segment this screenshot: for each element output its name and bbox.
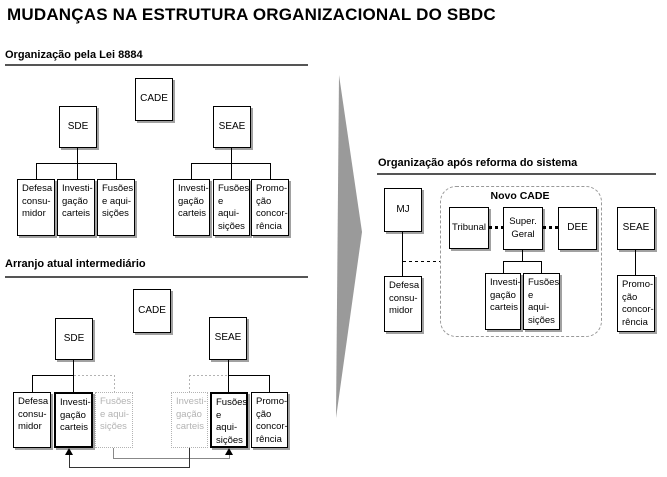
transfer-arrow-fusoes bbox=[113, 458, 230, 459]
s3-super-geral-box: Super. Geral bbox=[503, 207, 543, 250]
s1-sde-fusoes-aquisicoes-box: Fusões e aqui- sições bbox=[97, 179, 135, 236]
transfer-arrow-investigacao bbox=[69, 467, 190, 468]
transfer-arrow-investigacao bbox=[69, 452, 70, 467]
transfer-arrow-fusoes bbox=[113, 448, 114, 459]
s1-promocao-concorrencia-box: Promo- ção concor- rência bbox=[251, 179, 289, 236]
connector-line bbox=[402, 232, 403, 276]
connector-line bbox=[635, 250, 636, 275]
s1-defesa-consumidor-box: Defesa consu- midor bbox=[17, 179, 55, 236]
s3-promocao-concorrencia-box: Promo- ção concor- rência bbox=[617, 275, 655, 332]
s1-sde-box: SDE bbox=[59, 106, 97, 148]
transition-arrow-icon bbox=[336, 75, 362, 418]
connector-line bbox=[36, 163, 37, 179]
section-header-lei8884: Organização pela Lei 8884 bbox=[5, 49, 143, 61]
s2-seae-fusoes-aquisicoes-box: Fusões e aqui- sições bbox=[210, 392, 248, 448]
arrowhead-up-icon bbox=[225, 448, 233, 455]
dotted-link bbox=[489, 226, 503, 229]
s2-seae-investigacao-carteis-ghost-box: Investi- gação carteis bbox=[171, 392, 208, 448]
section-underline bbox=[5, 276, 308, 278]
s3-seae-box: SEAE bbox=[617, 207, 655, 250]
section-header-reforma: Organização após reforma do sistema bbox=[378, 157, 578, 169]
s3-mj-box: MJ bbox=[384, 188, 422, 232]
section-header-arranjo: Arranjo atual intermediário bbox=[5, 258, 146, 270]
connector-line bbox=[32, 375, 33, 392]
diagram-title: MUDANÇAS NA ESTRUTURA ORGANIZACIONAL DO … bbox=[7, 5, 496, 24]
s2-defesa-consumidor-box: Defesa consu- midor bbox=[13, 392, 51, 448]
s1-cade-box: CADE bbox=[135, 78, 173, 121]
ghost-connector-line bbox=[189, 375, 228, 376]
s2-cade-box: CADE bbox=[133, 289, 171, 333]
connector-line bbox=[73, 360, 74, 392]
s2-seae-box: SEAE bbox=[209, 317, 247, 360]
dotted-link bbox=[543, 226, 558, 229]
ghost-connector-line bbox=[189, 375, 190, 392]
s3-dee-box: DEE bbox=[558, 207, 597, 250]
connector-line bbox=[116, 163, 117, 179]
s1-seae-fusoes-aquisicoes-box: Fusões e aqui- sições bbox=[213, 179, 250, 236]
s2-sde-box: SDE bbox=[55, 318, 93, 360]
connector-line bbox=[32, 375, 74, 376]
connector-line bbox=[503, 261, 542, 262]
section-underline bbox=[5, 64, 308, 66]
connector-line bbox=[503, 261, 504, 273]
transfer-arrow-investigacao bbox=[189, 448, 190, 468]
s3-tribunal-box: Tribunal bbox=[449, 207, 489, 249]
connector-line bbox=[522, 250, 523, 262]
s2-promocao-concorrencia-box: Promo- ção concor- rência bbox=[251, 392, 288, 448]
connector-line bbox=[228, 375, 270, 376]
ghost-connector-line bbox=[74, 375, 114, 376]
connector-line bbox=[541, 261, 542, 273]
novo-cade-container bbox=[440, 186, 602, 337]
s1-seae-investigacao-carteis-box: Investi- gação carteis bbox=[173, 179, 210, 236]
arrowhead-up-icon bbox=[65, 448, 73, 455]
novo-cade-label: Novo CADE bbox=[490, 190, 550, 202]
s2-sde-investigacao-carteis-box: Investi- gação carteis bbox=[54, 392, 93, 448]
connector-line bbox=[191, 163, 192, 179]
connector-line bbox=[270, 163, 271, 179]
s1-sde-investigacao-carteis-box: Investi- gação carteis bbox=[57, 179, 95, 236]
s2-sde-fusoes-aquisicoes-ghost-box: Fusões e aqui- sições bbox=[95, 392, 133, 448]
transfer-arrow-fusoes bbox=[229, 451, 230, 459]
s3-investigacao-carteis-box: Investi- gação carteis bbox=[485, 273, 521, 330]
dashed-connector-line bbox=[403, 261, 440, 262]
connector-line bbox=[191, 163, 271, 164]
s1-seae-box: SEAE bbox=[213, 106, 251, 148]
s3-fusoes-aquisicoes-box: Fusões e aqui- sições bbox=[523, 273, 560, 330]
connector-line bbox=[228, 360, 229, 392]
ghost-connector-line bbox=[114, 375, 115, 392]
section-underline bbox=[377, 173, 656, 175]
connector-line bbox=[36, 163, 117, 164]
s3-defesa-consumidor-box: Defesa consu- midor bbox=[384, 276, 422, 332]
connector-line bbox=[269, 375, 270, 392]
